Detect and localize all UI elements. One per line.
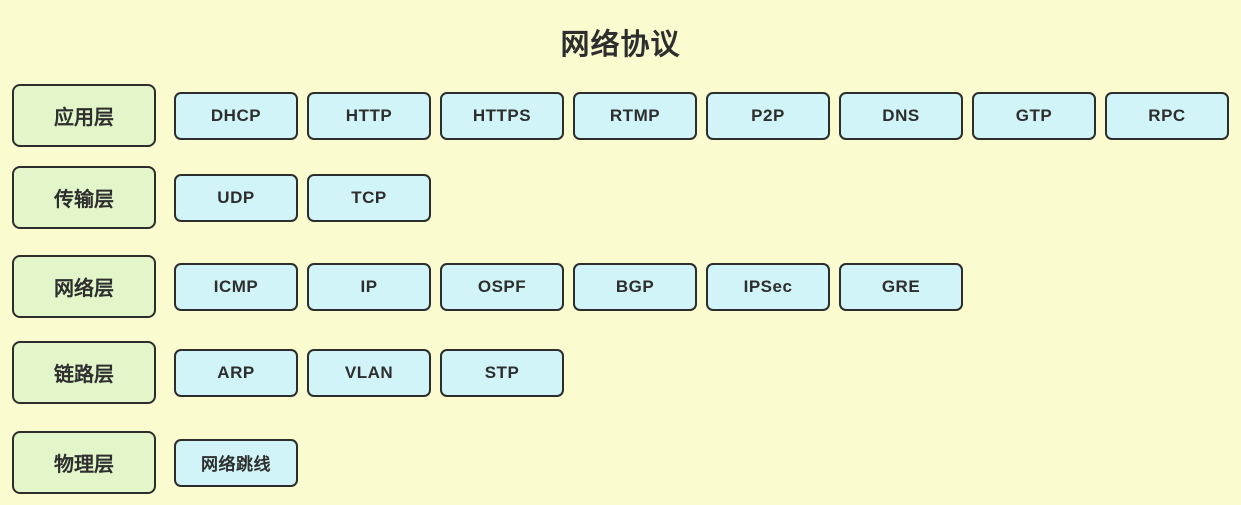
protocol-box: VLAN — [307, 348, 431, 397]
protocol-box: STP — [440, 348, 564, 397]
protocol-box: OSPF — [440, 262, 564, 311]
protocol-box: HTTP — [307, 91, 431, 140]
protocol-box: RPC — [1105, 91, 1229, 140]
protocol-box: GRE — [839, 262, 963, 311]
protocol-box: GTP — [972, 91, 1096, 140]
layer-label-box: 应用层 — [12, 84, 156, 147]
protocol-box: IP — [307, 262, 431, 311]
protocol-box: ARP — [174, 348, 298, 397]
layer-label-box: 链路层 — [12, 341, 156, 404]
layer-label-box: 传输层 — [12, 166, 156, 229]
protocol-box: TCP — [307, 173, 431, 222]
protocol-box: P2P — [706, 91, 830, 140]
protocol-box: UDP — [174, 173, 298, 222]
diagram-title: 网络协议 — [560, 29, 681, 61]
protocol-box: HTTPS — [440, 91, 564, 140]
protocol-box: 网络跳线 — [174, 438, 298, 487]
layer-label-box: 物理层 — [12, 431, 156, 494]
protocol-box: RTMP — [573, 91, 697, 140]
protocol-box: BGP — [573, 262, 697, 311]
protocol-box: ICMP — [174, 262, 298, 311]
protocol-box: IPSec — [706, 262, 830, 311]
protocol-box: DNS — [839, 91, 963, 140]
layer-label-box: 网络层 — [12, 255, 156, 318]
layer-row-5: 物理层网络跳线 — [12, 431, 307, 494]
protocol-box: DHCP — [174, 91, 298, 140]
